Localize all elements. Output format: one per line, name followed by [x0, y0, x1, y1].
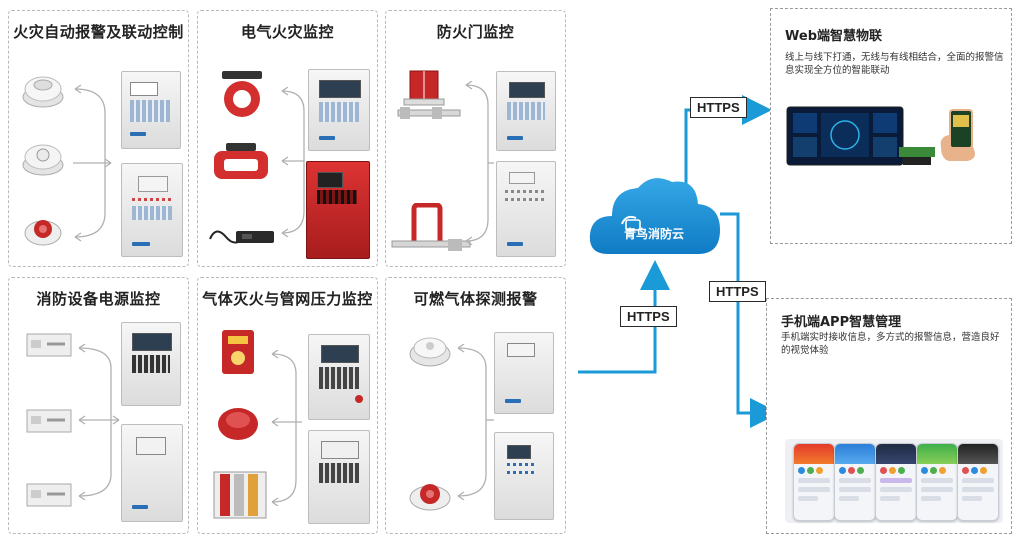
current-transformer-icon: [222, 71, 262, 117]
link-arrow-icon: [457, 344, 494, 500]
manual-alarm-icon: [24, 220, 62, 246]
fire-door-controller-icon: [496, 71, 556, 151]
pressure-monitor-cabinet-icon: [308, 430, 370, 524]
app-title: 手机端APP智慧管理: [781, 315, 902, 330]
app-screen: [916, 443, 958, 521]
web-title: Web端智慧物联: [785, 29, 882, 44]
web-panel: Web端智慧物联 线上与线下打通，无线与有线相结合，全面的报警信息实现全方位的智…: [770, 8, 1012, 244]
app-screen: [875, 443, 917, 521]
alarm-controller-icon: [121, 71, 181, 149]
temperature-sensor-icon: [209, 230, 274, 244]
panel-title: 可燃气体探测报警: [413, 290, 538, 308]
panel-electrical-fire: 电气火灾监控: [197, 10, 378, 267]
cloud-icon: [589, 178, 720, 254]
gas-cylinder-icon: [213, 471, 267, 519]
app-screens: [785, 439, 1003, 523]
panel-title: 气体灭火与管网压力监控: [202, 290, 373, 308]
gateway-device-icon: [899, 147, 935, 165]
link-arrow-icon: [73, 84, 112, 242]
https-label-app: HTTPS: [709, 281, 766, 302]
link-arrow-icon: [78, 344, 120, 500]
panel-gas-detect: 可燃气体探测报警: [385, 277, 566, 534]
fire-door-monitor-icon: [403, 70, 445, 106]
panel-power-monitor: 消防设备电源监控: [8, 277, 189, 534]
link-arrow-icon: [465, 81, 494, 245]
https-label-web: HTTPS: [690, 97, 747, 118]
emergency-stop-button-icon: [222, 330, 254, 374]
door-closer-icon: [397, 107, 461, 119]
power-sensor-icon: [26, 333, 72, 357]
link-arrow-icon: [271, 350, 302, 506]
power-sensor-icon: [26, 409, 72, 433]
app-panel: 手机端APP智慧管理 手机端实时接收信息，多方式的报警信息，营造良好的视觉体验: [766, 298, 1012, 534]
electrical-fire-panel-icon: [306, 161, 370, 259]
app-screen: [834, 443, 876, 521]
current-transformer-icon: [214, 143, 268, 179]
panel-title: 电气火灾监控: [240, 23, 334, 41]
panel-fire-alarm: 火灾自动报警及联动控制: [8, 10, 189, 267]
app-screen: [957, 443, 999, 521]
fire-door-cabinet-icon: [496, 161, 556, 257]
fire-door-release-icon: [411, 203, 443, 241]
sounder-icon: [218, 408, 258, 440]
panel-fire-door: 防火门监控: [385, 10, 566, 267]
gas-sounder-icon: [409, 484, 451, 511]
phone-in-hand-icon: [940, 109, 975, 161]
power-sensor-icon: [26, 483, 72, 507]
cloud-label: 青鸟消防云: [624, 227, 685, 241]
linkage-controller-icon: [121, 163, 183, 257]
heat-detector-icon: [22, 144, 64, 176]
dashboard-screen-icon: [786, 106, 904, 166]
app-desc: 手机端实时接收信息，多方式的报警信息，营造良好的视觉体验: [781, 332, 1000, 356]
power-monitor-controller-icon: [121, 322, 181, 406]
panel-title: 消防设备电源监控: [36, 290, 161, 308]
gas-detector-icon: [409, 337, 451, 367]
power-monitor-cabinet-icon: [121, 424, 183, 522]
https-label-up: HTTPS: [620, 306, 677, 327]
gas-detect-controller-icon: [494, 332, 554, 414]
panel-title: 防火门监控: [436, 23, 515, 41]
app-screen: [793, 443, 835, 521]
gas-extinguish-controller-icon: [308, 334, 370, 420]
panel-gas-extinguish: 气体灭火与管网压力监控: [197, 277, 378, 534]
link-arrow-icon: [281, 87, 305, 237]
web-desc: 线上与线下打通，无线与有线相结合，全面的报警信息实现全方位的智能联动: [785, 52, 1004, 76]
electrical-monitor-controller-icon: [308, 69, 370, 151]
panel-title: 火灾自动报警及联动控制: [13, 23, 184, 41]
gas-detect-cabinet-icon: [494, 432, 554, 520]
smoke-detector-icon: [22, 76, 64, 108]
